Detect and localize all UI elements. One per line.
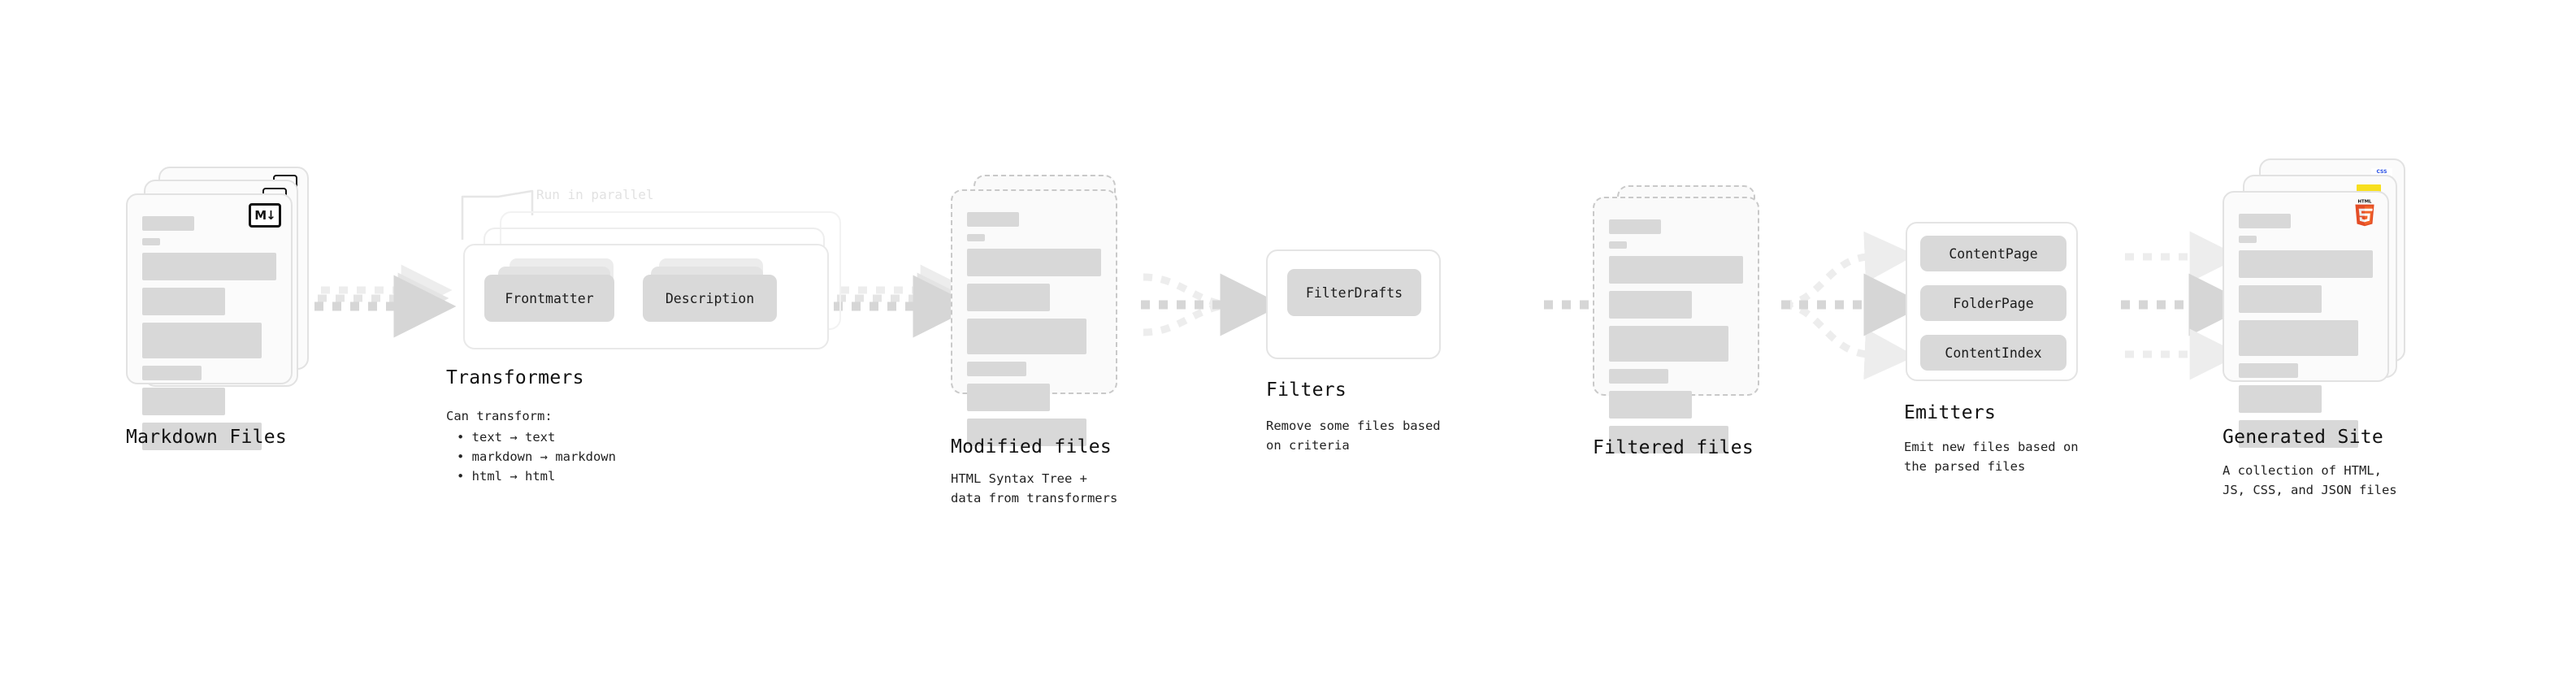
skeleton-bar: [967, 284, 1051, 311]
markdown-card-skeleton: [142, 216, 276, 458]
filters-caption: Remove some files based on criteria: [1266, 419, 1441, 453]
filters-box: FilterDrafts: [1266, 249, 1441, 359]
modified-card-front: [951, 189, 1117, 446]
skeleton-bar: [142, 253, 276, 280]
list-item: • html → html: [457, 469, 556, 484]
skeleton-bar: [967, 419, 1086, 446]
stage-generated-site: CSS HTML: [2223, 158, 2434, 497]
skeleton-bar: [1609, 241, 1627, 249]
stage-title-modified-files: Modified files: [951, 436, 1112, 458]
chip-filterdrafts[interactable]: FilterDrafts: [1287, 269, 1421, 316]
skeleton-bar: [2239, 320, 2358, 356]
generated-card-front: HTML: [2223, 191, 2389, 448]
chip-frontmatter[interactable]: Frontmatter: [484, 275, 614, 322]
skeleton-bar: [967, 319, 1086, 354]
chip-description[interactable]: Description: [643, 275, 777, 322]
chip-contentpage[interactable]: ContentPage: [1920, 236, 2066, 271]
stage-title-filters: Filters: [1266, 380, 1347, 401]
transformers-bullet-list: • text → text • markdown → markdown • ht…: [457, 427, 616, 486]
modified-files-caption: HTML Syntax Tree + data from transformer…: [951, 471, 1118, 506]
markdown-card-front: M↓: [126, 193, 293, 450]
stage-title-filtered-files: Filtered files: [1593, 437, 1754, 458]
skeleton-bar: [142, 238, 160, 245]
skeleton-bar: [1609, 291, 1693, 319]
modified-card-stack: [951, 175, 1138, 446]
skeleton-bar: [1609, 369, 1668, 384]
skeleton-bar: [1609, 256, 1743, 284]
filtered-card-stack: [1593, 185, 1780, 453]
skeleton-bar: [1609, 426, 1728, 453]
generated-site-caption: A collection of HTML, JS, CSS, and JSON …: [2223, 463, 2397, 498]
skeleton-bar: [142, 388, 226, 415]
stage-title-generated-site: Generated Site: [2223, 427, 2384, 448]
stage-title-emitters: Emitters: [1904, 402, 1997, 423]
filtered-card-skeleton: [1609, 219, 1743, 461]
skeleton-bar: [967, 362, 1026, 376]
skeleton-bar: [2239, 236, 2257, 243]
skeleton-bar: [2239, 420, 2358, 448]
stage-modified-files: Modified files HTML Syntax Tree + data f…: [951, 175, 1138, 505]
stage-title-transformers: Transformers: [446, 367, 584, 388]
skeleton-bar: [1609, 219, 1661, 234]
skeleton-bar: [142, 216, 194, 231]
chip-contentindex[interactable]: ContentIndex: [1920, 335, 2066, 371]
skeleton-bar: [142, 288, 226, 315]
list-item: • markdown → markdown: [457, 449, 616, 465]
skeleton-bar: [142, 323, 262, 358]
stage-filtered-files: Filtered files: [1593, 185, 1780, 458]
html5-icon: HTML: [2355, 200, 2374, 227]
skeleton-bar: [2239, 250, 2373, 278]
skeleton-bar: [967, 234, 985, 241]
connector-transformers-to-modified: [834, 264, 976, 338]
skeleton-bar: [2239, 285, 2322, 313]
markdown-card-stack: M↓ M↓ M↓: [126, 167, 329, 450]
stage-markdown-files: M↓ M↓ M↓ Markdown Files: [126, 167, 329, 450]
connector-filtered-to-emitters: [1781, 231, 1927, 380]
filtered-card-front: [1593, 197, 1759, 453]
skeleton-bar: [967, 384, 1051, 411]
skeleton-bar: [142, 366, 202, 380]
skeleton-bar: [2239, 214, 2291, 228]
skeleton-bar: [2239, 363, 2298, 378]
stage-title-markdown-files: Markdown Files: [126, 427, 288, 448]
markdown-icon: M↓: [249, 203, 281, 228]
generated-card-skeleton: [2239, 214, 2373, 455]
emitters-box: ContentPage FolderPage ContentIndex: [1906, 222, 2078, 381]
skeleton-bar: [967, 249, 1101, 276]
skeleton-bar: [967, 212, 1019, 227]
skeleton-bar: [1609, 391, 1693, 419]
chip-folderpage[interactable]: FolderPage: [1920, 285, 2066, 321]
generated-card-stack: CSS HTML: [2223, 158, 2434, 448]
modified-card-skeleton: [967, 212, 1101, 453]
skeleton-bar: [142, 423, 262, 450]
connector-emitters-to-site: [2121, 231, 2252, 380]
run-in-parallel-label: Run in parallel: [536, 187, 654, 202]
skeleton-bar: [2239, 385, 2322, 413]
connector-modified-to-filters: [1141, 273, 1283, 336]
list-item: • text → text: [457, 430, 556, 445]
emitters-caption: Emit new files based on the parsed files: [1904, 440, 2079, 475]
svg-text:HTML: HTML: [2358, 200, 2372, 205]
transformers-caption: Can transform:: [446, 409, 553, 423]
skeleton-bar: [1609, 326, 1728, 362]
